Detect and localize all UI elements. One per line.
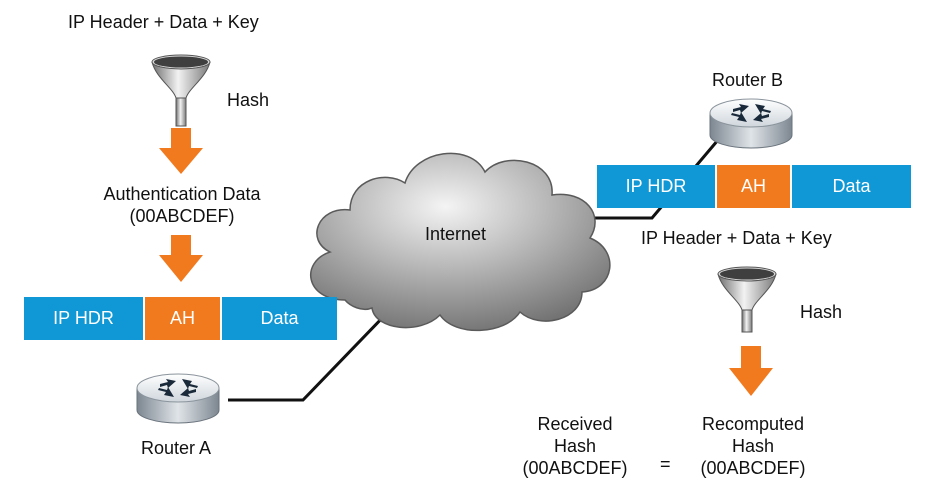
received-hash-line1: Received xyxy=(537,414,613,434)
router-a-label: Router A xyxy=(141,438,212,458)
left-input-label: IP Header + Data + Key xyxy=(68,12,259,32)
router-b-label: Router B xyxy=(712,70,784,90)
right-input-label: IP Header + Data + Key xyxy=(641,228,832,248)
packet-ah: AH xyxy=(717,165,790,208)
packet-data: Data xyxy=(222,297,337,340)
hash-funnel-icon-left xyxy=(151,54,211,127)
right-packet: IP HDR AH Data xyxy=(597,165,911,208)
recomputed-hash-line2: Hash xyxy=(731,436,775,456)
internet-cloud-icon xyxy=(310,152,611,332)
received-hash-line2: Hash xyxy=(553,436,597,456)
hash-funnel-icon-right xyxy=(717,266,777,333)
packet-ip-hdr: IP HDR xyxy=(24,297,143,340)
recomputed-hash-value: (00ABCDEF) xyxy=(700,458,806,478)
packet-ip-hdr: IP HDR xyxy=(597,165,715,208)
down-arrow-icon-2 xyxy=(159,235,203,282)
down-arrow-icon-1 xyxy=(159,128,203,174)
recomputed-hash-line1: Recomputed xyxy=(701,414,805,434)
link-router-a-cloud xyxy=(228,310,390,402)
auth-data-title: Authentication Data xyxy=(103,184,261,204)
equals-sign: = xyxy=(660,454,671,474)
down-arrow-icon-3 xyxy=(729,346,773,396)
internet-label: Internet xyxy=(425,224,487,244)
router-a-icon xyxy=(136,373,220,424)
packet-data: Data xyxy=(792,165,911,208)
left-hash-label: Hash xyxy=(227,90,270,110)
router-b-icon xyxy=(709,98,793,149)
left-packet: IP HDR AH Data xyxy=(24,297,337,340)
right-hash-label: Hash xyxy=(800,302,843,322)
received-hash-value: (00ABCDEF) xyxy=(522,458,628,478)
auth-data-value: (00ABCDEF) xyxy=(129,206,235,226)
packet-ah: AH xyxy=(145,297,220,340)
